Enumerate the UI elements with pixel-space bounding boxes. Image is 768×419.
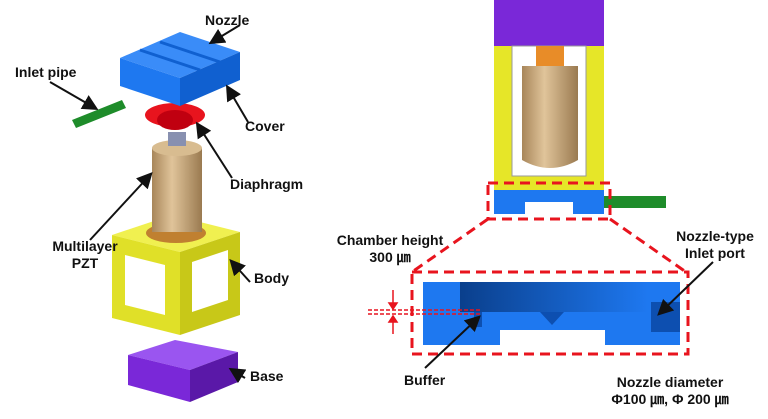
label-body: Body [254,270,289,286]
chamber-height-indicator [368,290,480,334]
chamber-height-value: 300 ㎛ [369,249,411,265]
label-pzt-line1: Multilayer [52,238,118,254]
label-cover: Cover [245,118,285,134]
zoom-indicator [410,181,690,356]
nozzle-diameter-text: Nozzle diameter [616,374,724,390]
inlet-port-line2: Inlet port [685,245,745,261]
inlet-port-line1: Nozzle-type [676,228,754,244]
body-part [112,215,240,335]
label-nozzle: Nozzle [205,12,250,28]
label-base: Base [250,368,284,384]
diaphragm-part [145,103,205,130]
label-inlet-pipe: Inlet pipe [15,64,77,80]
label-buffer: Buffer [404,372,446,388]
nozzle-diameter-values: Φ100 ㎛, Φ 200 ㎛ [611,391,729,407]
base-part [128,340,238,402]
chamber-section [423,282,680,345]
label-pzt-line2: PZT [71,255,99,271]
chamber-height-text: Chamber height [336,232,444,248]
assembly-section [494,0,666,214]
pzt-part [152,132,202,232]
label-diaphragm: Diaphragm [230,176,304,192]
inlet-pipe-part [72,100,126,128]
nozzle-cover-part [120,32,240,106]
